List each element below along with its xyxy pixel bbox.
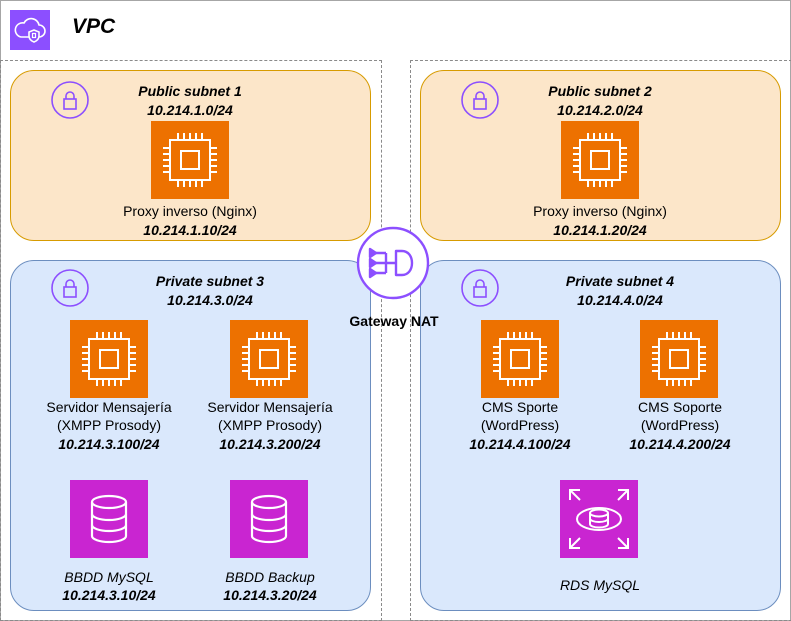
subnet-name: Public subnet 2 [548,83,652,99]
ec2-instance-icon [481,320,559,398]
subnet-cidr: 10.214.4.0/24 [577,292,663,308]
database-icon [230,480,308,558]
database-icon [70,480,148,558]
instance-sublabel: (XMPP Prosody) [218,417,322,433]
instance-label: Servidor Mensajería [46,399,172,415]
subnet-name: Public subnet 1 [138,83,242,99]
rds-icon [560,480,638,558]
instance-ip: 10.214.4.100/24 [469,436,571,452]
rds-label: RDS MySQL [559,577,641,593]
instance-label: CMS Soporte [637,399,723,415]
ec2-instance-icon [70,320,148,398]
subnet-name: Private subnet 3 [155,273,265,289]
database-ip: 10.214.3.20/24 [223,587,317,603]
instance-label: Servidor Mensajería [207,399,333,415]
instance-sublabel: (WordPress) [480,417,560,433]
database-label: BBDD MySQL [64,569,154,585]
instance-sublabel: (XMPP Prosody) [57,417,161,433]
ec2-instance-icon [640,320,718,398]
vpc-cloud-shield-icon [10,10,50,50]
lock-icon [460,80,500,120]
nat-gateway-icon [354,224,432,302]
subnet-cidr: 10.214.3.0/24 [167,292,253,308]
nat-gateway-label: Gateway NAT [349,313,439,329]
instance-ip: 10.214.4.200/24 [629,436,731,452]
instance-ip: 10.214.3.200/24 [219,436,321,452]
lock-icon [50,268,90,308]
instance-label: Proxy inverso (Nginx) [533,203,667,219]
database-label: BBDD Backup [225,569,315,585]
ec2-instance-icon [561,121,639,199]
instance-label: CMS Sporte [481,399,559,415]
lock-icon [50,80,90,120]
vpc-title: VPC [72,15,116,38]
instance-ip: 10.214.1.10/24 [143,222,237,238]
lock-icon [460,268,500,308]
subnet-cidr: 10.214.2.0/24 [557,102,643,118]
instance-sublabel: (WordPress) [640,417,720,433]
subnet-cidr: 10.214.1.0/24 [147,102,233,118]
database-ip: 10.214.3.10/24 [62,587,156,603]
ec2-instance-icon [151,121,229,199]
instance-ip: 10.214.1.20/24 [553,222,647,238]
instance-ip: 10.214.3.100/24 [58,436,160,452]
subnet-name: Private subnet 4 [565,273,675,289]
ec2-instance-icon [230,320,308,398]
instance-label: Proxy inverso (Nginx) [123,203,257,219]
